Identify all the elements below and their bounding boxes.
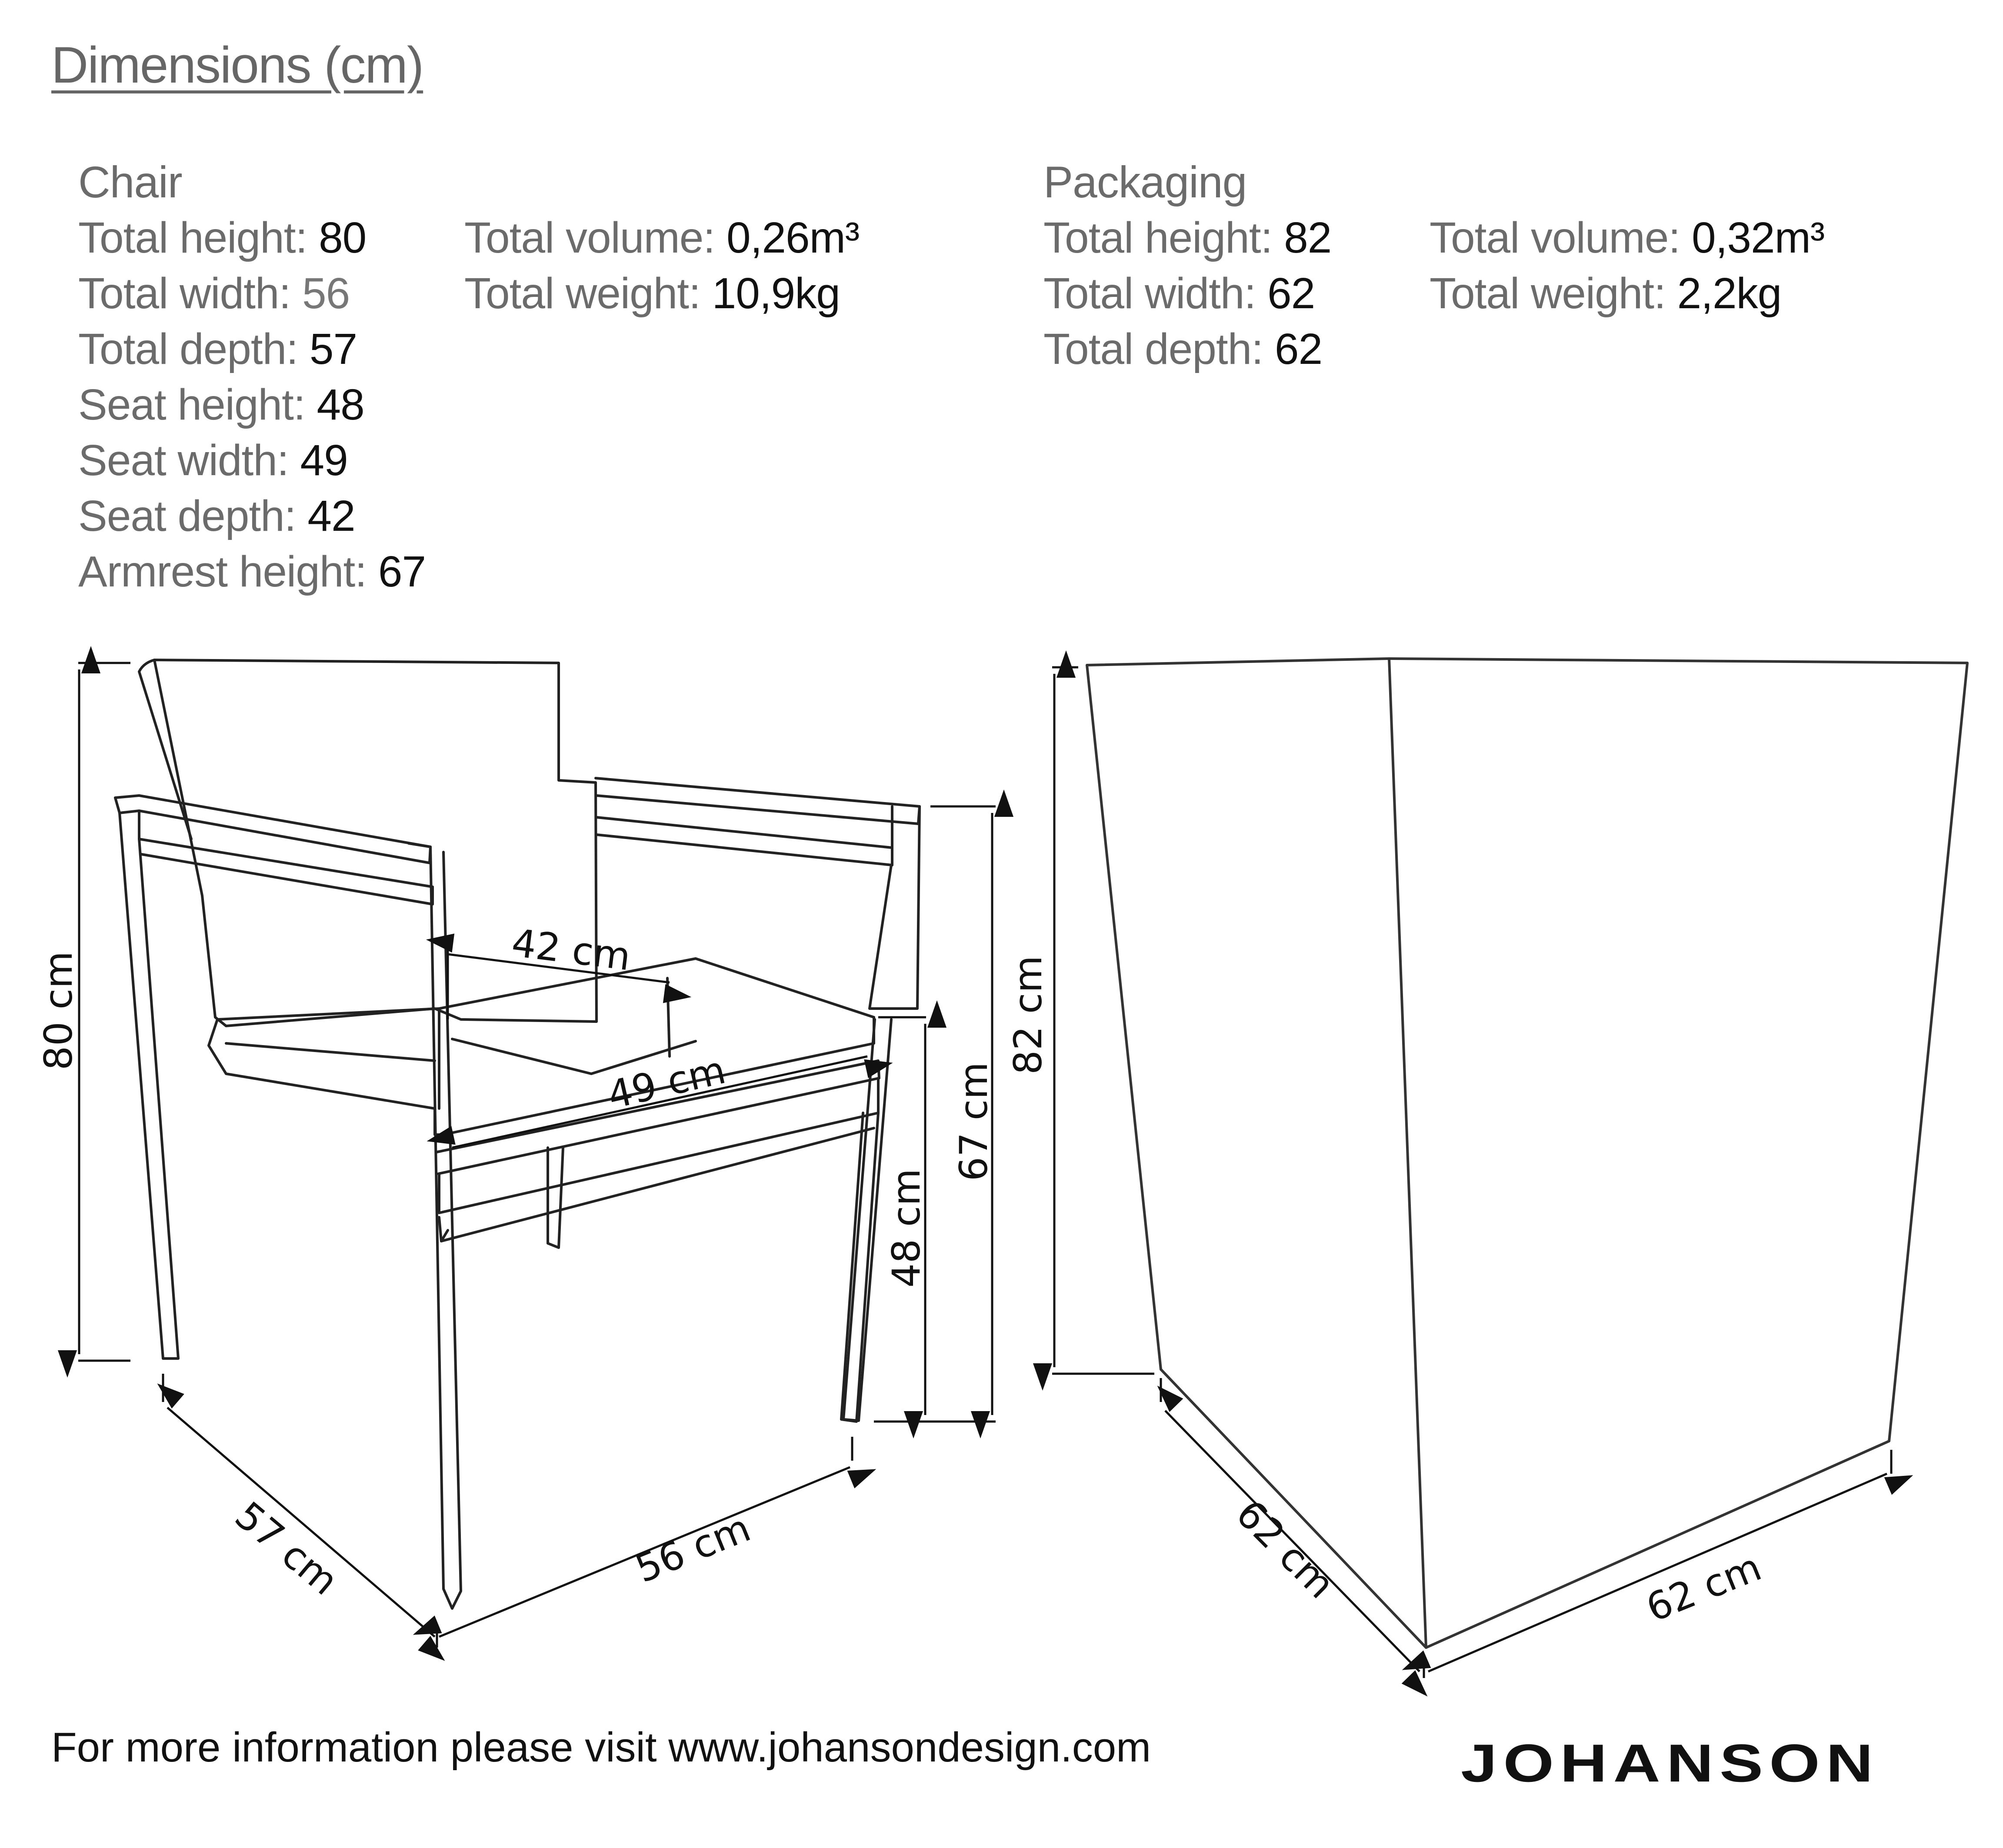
spec-row: Seat width: 49 <box>78 436 348 485</box>
width-arrow <box>413 1466 877 1638</box>
packaging-specs: Packaging Total height: 82 Total width: … <box>1043 154 1332 377</box>
label-box-height: 82 cm <box>1006 956 1050 1075</box>
backrest <box>153 659 598 1027</box>
box-dimensions <box>1033 650 1913 1697</box>
spec-row: Total height: 80 <box>78 213 367 262</box>
mid-rear-leg <box>547 1146 564 1249</box>
page-title: Dimensions (cm) <box>51 37 424 94</box>
label-seat-height: 48 cm <box>884 1169 929 1288</box>
spec-row: Total weight: 2,2kg <box>1430 269 1782 318</box>
chair-dimensions <box>57 646 1014 1661</box>
label-armrest-height: 67 cm <box>951 1062 996 1181</box>
box-width-arrow <box>1402 1472 1913 1673</box>
spec-row: Total width: 62 <box>1043 269 1315 318</box>
spec-row: Total volume: 0,26m³ <box>464 213 860 262</box>
front-right-post <box>407 842 462 1610</box>
spec-row: Armrest height: 67 <box>78 547 426 596</box>
packaging-specs-extra: Total volume: 0,32m³ Total weight: 2,2kg <box>1430 210 1825 321</box>
spec-row: Total width: 56 <box>78 269 350 318</box>
chair-heading: Chair <box>78 157 183 207</box>
label-chair-width: 56 cm <box>629 1505 757 1592</box>
label-box-depth: 62 cm <box>1227 1491 1343 1607</box>
chair-specs-extra: Total volume: 0,26m³ Total weight: 10,9k… <box>464 210 860 321</box>
footer-info: For more information please visit www.jo… <box>51 1724 1151 1771</box>
backrest-edge <box>138 659 193 840</box>
spec-row: Total volume: 0,32m³ <box>1430 213 1825 262</box>
label-seat-width: 49 cm <box>603 1047 730 1118</box>
seat-width-arrow <box>427 1055 893 1149</box>
right-front-leg <box>840 1112 880 1423</box>
packaging-heading: Packaging <box>1043 157 1247 207</box>
seat-depth-arrow <box>426 933 692 1003</box>
spec-row: Seat height: 48 <box>78 380 365 429</box>
right-rear-leg <box>868 805 921 1010</box>
spec-row: Seat depth: 42 <box>78 492 356 540</box>
chair-specs: Chair Total height: 80 Total width: 56 T… <box>78 154 426 599</box>
brand-logo: JOHANSON <box>1461 1733 1880 1793</box>
spec-row: Total depth: 57 <box>78 325 357 373</box>
box-right-face <box>1389 657 1969 1649</box>
front-armrest <box>114 794 434 906</box>
seat-cushion <box>207 957 875 1136</box>
label-box-width: 62 cm <box>1640 1545 1767 1631</box>
spec-row: Total weight: 10,9kg <box>464 269 840 318</box>
label-seat-depth: 42 cm <box>509 920 633 979</box>
spec-row: Total height: 82 <box>1043 213 1332 262</box>
label-chair-height: 80 cm <box>36 951 81 1070</box>
rear-armrest <box>594 777 921 825</box>
box-depth-arrow <box>1157 1385 1428 1697</box>
depth-arrow <box>157 1383 445 1661</box>
box-drawing <box>1086 657 1969 1649</box>
box-dimension-labels: 82 cm 62 cm 62 cm <box>1006 956 1767 1631</box>
front-left-leg <box>118 812 180 1360</box>
spec-row: Total depth: 62 <box>1043 325 1323 373</box>
